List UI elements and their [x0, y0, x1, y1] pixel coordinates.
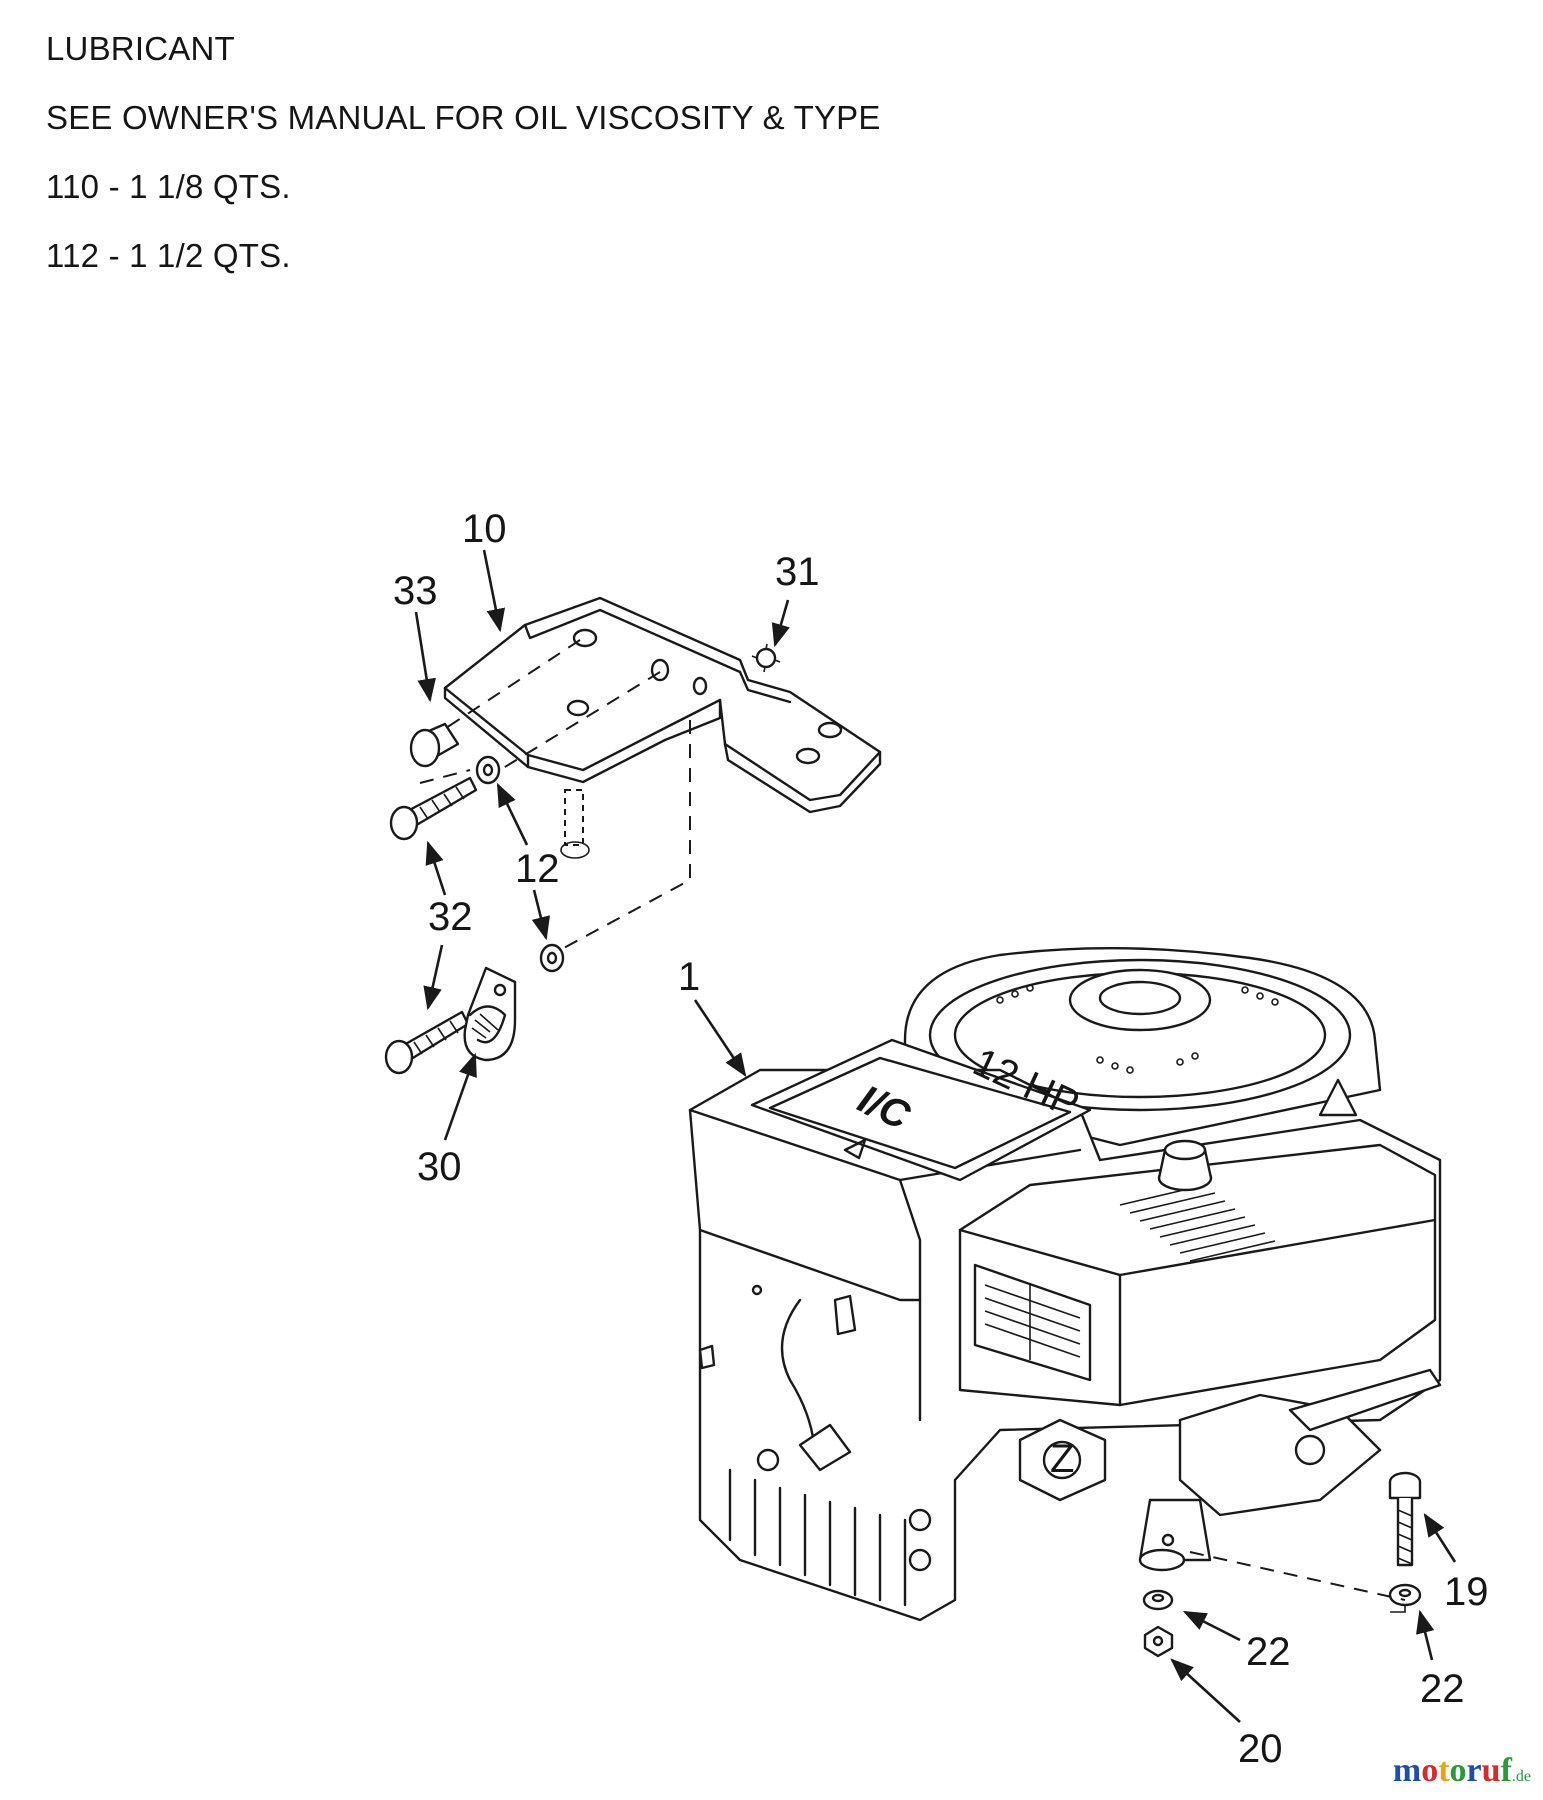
callout-19: 19 — [1444, 1570, 1489, 1614]
watermark-letter: u — [1481, 1752, 1501, 1789]
hidden-bolt — [560, 789, 590, 859]
mounting-bracket — [443, 596, 882, 814]
watermark-text: motoruf — [1393, 1752, 1512, 1789]
callout-1: 1 — [678, 955, 700, 999]
note-line: 112 - 1 1/2 QTS. — [46, 237, 291, 274]
lubricant-notes: LUBRICANT SEE OWNER'S MANUAL FOR OIL VIS… — [46, 28, 881, 304]
watermark-letter: t — [1438, 1752, 1450, 1789]
note-line: SEE OWNER'S MANUAL FOR OIL VISCOSITY & T… — [46, 99, 881, 136]
note-line: LUBRICANT — [46, 30, 235, 67]
svg-text:Z: Z — [1050, 1437, 1074, 1481]
part-31-star-washer — [751, 643, 781, 673]
watermark-logo: motoruf.de — [1393, 1752, 1531, 1790]
part-19-bolt — [1388, 1471, 1422, 1567]
part-33-plug — [409, 722, 460, 768]
callout-31: 31 — [775, 550, 820, 594]
oil-fill-cap — [1157, 1139, 1213, 1192]
part-22-washer-left — [1142, 1589, 1174, 1611]
callout-32: 32 — [428, 895, 473, 939]
part-12-washer-lower — [539, 943, 565, 973]
callout-10: 10 — [462, 507, 507, 551]
watermark-letter: o — [1449, 1752, 1467, 1789]
part-20-nut — [1143, 1625, 1174, 1658]
callout-30: 30 — [417, 1145, 462, 1189]
engine-assembly: 12 HP I/C — [688, 946, 1442, 1622]
callout-22-right: 22 — [1420, 1667, 1465, 1711]
engine-decal — [973, 1263, 1092, 1382]
watermark-suffix: .de — [1511, 1768, 1531, 1785]
note-line: 110 - 1 1/8 QTS. — [46, 168, 291, 205]
watermark-letter: f — [1500, 1752, 1512, 1789]
watermark-letter: m — [1392, 1752, 1422, 1789]
callout-22-left: 22 — [1246, 1630, 1291, 1674]
watermark-letter: r — [1466, 1752, 1482, 1789]
part-32-bolt-lower — [384, 1010, 470, 1075]
callout-20: 20 — [1238, 1727, 1283, 1771]
part-30-cable-clip — [463, 966, 517, 1062]
part-22-washer-right — [1388, 1583, 1422, 1607]
part-32-bolt-upper — [389, 776, 478, 841]
callout-12: 12 — [515, 847, 560, 891]
watermark-letter: o — [1421, 1752, 1439, 1789]
callout-33: 33 — [393, 569, 438, 613]
part-12-washer-upper — [475, 755, 501, 785]
